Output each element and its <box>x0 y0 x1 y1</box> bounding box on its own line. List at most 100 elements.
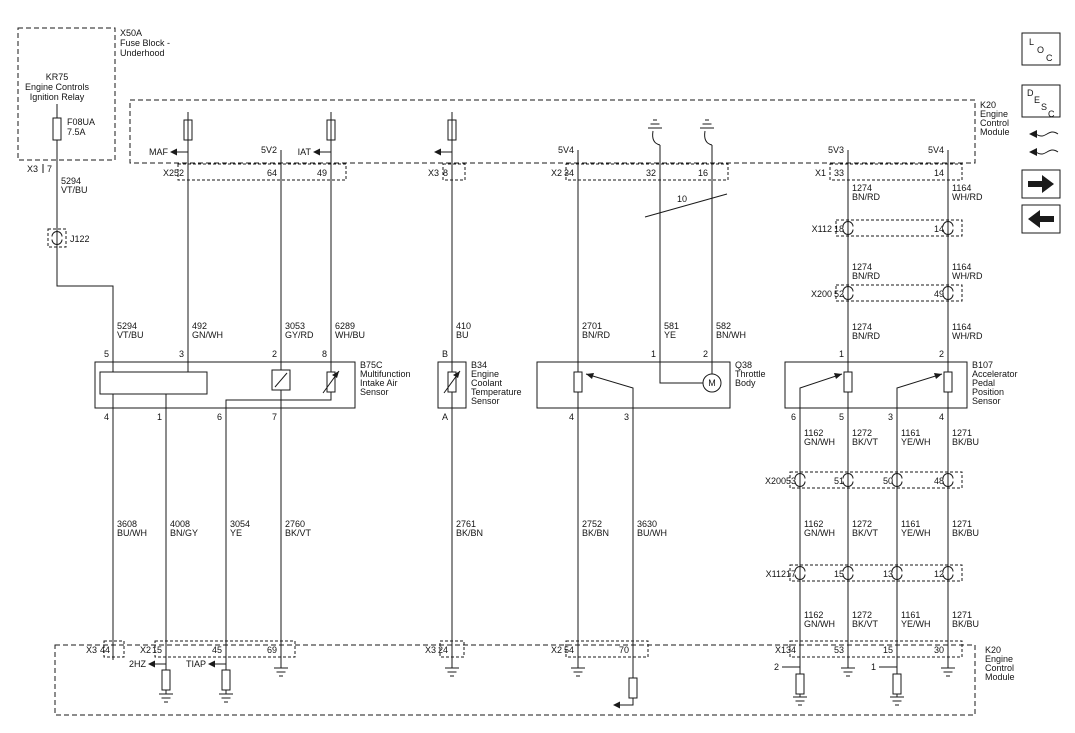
loc-button[interactable] <box>1021 32 1061 66</box>
component-name-line: Body <box>735 378 756 388</box>
wire-color: GY/RD <box>285 330 314 340</box>
wire-color: BN/WH <box>716 330 746 340</box>
resistor-icon <box>221 669 231 691</box>
arrow-right-icon <box>1028 175 1054 193</box>
component-name-line: Throttle <box>735 369 766 379</box>
wire-color: GN/WH <box>804 619 835 629</box>
connector-label: X2 <box>140 645 151 655</box>
arrowhead <box>332 371 339 378</box>
potentiometer-icon <box>943 371 953 393</box>
wire-number: 582 <box>716 321 731 331</box>
arrowhead <box>934 373 942 379</box>
pin-number: 6 <box>791 412 796 422</box>
prev-page-button[interactable] <box>1021 204 1061 234</box>
reference-label: 5V4 <box>558 145 574 155</box>
connector-label: X200 <box>811 289 832 299</box>
component-name-line: Sensor <box>972 396 1001 406</box>
relay-name-line: Ignition Relay <box>30 92 85 102</box>
pin-number: 1 <box>157 412 162 422</box>
connector-label: X3 <box>86 645 97 655</box>
relay-name-line: Engine Controls <box>25 82 90 92</box>
driver-hook <box>652 130 713 146</box>
wire-color: BK/BN <box>456 528 483 538</box>
pin-number: 51 <box>834 476 844 486</box>
arrowhead <box>586 373 594 379</box>
legend-toolbar: L O C D E S C <box>1021 32 1061 234</box>
pin-number: 13 <box>883 569 893 579</box>
component-id: Q38 <box>735 360 752 370</box>
fuse-rating: 7.5A <box>67 127 86 137</box>
wire-color: GN/WH <box>804 528 835 538</box>
component-name-line: Multifunction <box>360 369 411 379</box>
component-name-line: Engine <box>471 369 499 379</box>
node-number: 2 <box>774 662 779 672</box>
wire-number: 410 <box>456 321 471 331</box>
wire-color: BN/RD <box>852 331 881 341</box>
pin-number: 52 <box>834 289 844 299</box>
wire-number: 1161 <box>901 610 920 620</box>
fuse-id: F08UA <box>67 117 95 127</box>
wire-color: VT/BU <box>61 185 88 195</box>
wire-color: YE/WH <box>901 619 931 629</box>
desc-letter: D <box>1027 88 1034 98</box>
wire-number: 581 <box>664 321 679 331</box>
arrowhead <box>453 371 460 378</box>
wire-color: WH/RD <box>952 331 983 341</box>
signal-label: MAF <box>149 147 169 157</box>
connector-label: X112 <box>766 569 786 579</box>
internal-wiring <box>112 362 332 408</box>
wire-color: YE <box>230 528 242 538</box>
potentiometer-icon <box>843 371 853 393</box>
pin-number: 4 <box>939 412 944 422</box>
pin-number: 34 <box>564 168 574 178</box>
connector-label: X1 <box>815 168 826 178</box>
pin-number: 7 <box>47 164 52 174</box>
connector-outline <box>789 640 963 658</box>
sensor-wires-top: 10 5294 VT/BU 492 GN/WH 3053 GY/RD 6289 … <box>104 112 983 362</box>
desc-button[interactable] <box>1021 84 1061 118</box>
component-name-line: Underhood <box>120 48 165 58</box>
component-name-line: Engine <box>980 109 1008 119</box>
wire-color: WH/RD <box>952 271 983 281</box>
wire-number: 1164 <box>952 183 971 193</box>
wire-color: BU/WH <box>637 528 667 538</box>
wire-number: 1161 <box>901 519 920 529</box>
component-name-line: Accelerator <box>972 369 1018 379</box>
ecm-top-outline <box>129 99 976 164</box>
maf-element-icon <box>99 371 208 395</box>
wire-number: 1274 <box>852 262 872 272</box>
component-name-line: Coolant <box>471 378 503 388</box>
arrow-left-icon <box>1028 210 1054 228</box>
wire-color: YE <box>664 330 676 340</box>
pin-number: 54 <box>564 645 574 655</box>
pin-number: 70 <box>619 645 629 655</box>
next-page-button[interactable] <box>1021 169 1061 199</box>
wire-number: 3053 <box>285 321 305 331</box>
pin-number: 17 <box>786 569 796 579</box>
resistor-icon <box>892 673 902 695</box>
component-id: K20 <box>980 100 996 110</box>
wire-number: 492 <box>192 321 207 331</box>
signal-label: 2HZ <box>129 659 147 669</box>
wire-number: 3630 <box>637 519 657 529</box>
wire-number: 1162 <box>804 610 823 620</box>
wire-number: 2761 <box>456 519 476 529</box>
motor-icon <box>702 373 722 393</box>
resistor-icon <box>628 677 638 699</box>
connector-label: X2 <box>163 168 174 178</box>
wire-3630 <box>620 408 634 706</box>
fuse-icon <box>52 117 62 141</box>
connector-outline <box>103 640 125 658</box>
component-id: K20 <box>985 645 1001 655</box>
harness-bundle-number: 10 <box>677 194 687 204</box>
wire-color: BU/WH <box>117 528 147 538</box>
harness-routing-icon[interactable] <box>1029 130 1059 156</box>
relay-id: KR75 <box>46 72 69 82</box>
loc-letter: O <box>1037 45 1044 55</box>
wire-color: YE/WH <box>901 437 931 447</box>
desc-letter: C <box>1048 109 1055 119</box>
wire-color: GN/WH <box>192 330 223 340</box>
component-name-line: Fuse Block - <box>120 38 170 48</box>
